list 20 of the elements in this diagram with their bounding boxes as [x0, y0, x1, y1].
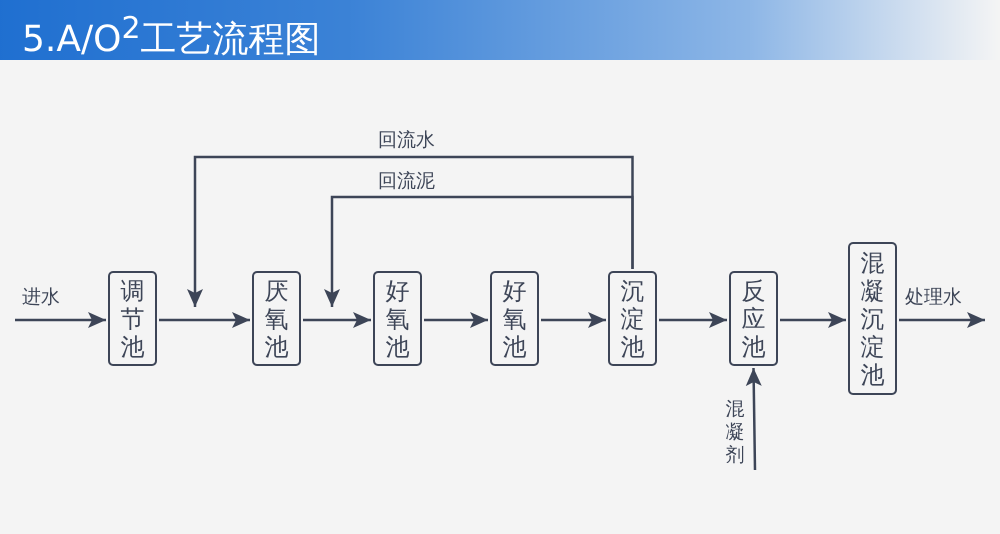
arrow	[746, 368, 762, 470]
title: 5.A/O$^{2}$工艺流程图	[22, 10, 321, 62]
process-box: 厌氧池	[252, 271, 301, 366]
arrow	[424, 312, 488, 328]
process-box: 好氧池	[373, 271, 422, 366]
arrow	[899, 312, 985, 328]
process-box: 沉淀池	[608, 271, 657, 366]
arrow	[187, 156, 634, 307]
arrow	[303, 312, 371, 328]
arrow	[659, 312, 727, 328]
process-box: 调节池	[108, 271, 157, 366]
arrow	[15, 312, 106, 328]
arrow	[541, 312, 606, 328]
arrow	[159, 312, 250, 328]
process-box: 反应池	[729, 271, 778, 366]
edge-label: 混凝剂	[723, 398, 747, 467]
process-box: 好氧池	[490, 271, 539, 366]
arrow	[324, 196, 634, 307]
arrow	[780, 312, 846, 328]
process-box: 混凝沉淀池	[848, 242, 897, 395]
